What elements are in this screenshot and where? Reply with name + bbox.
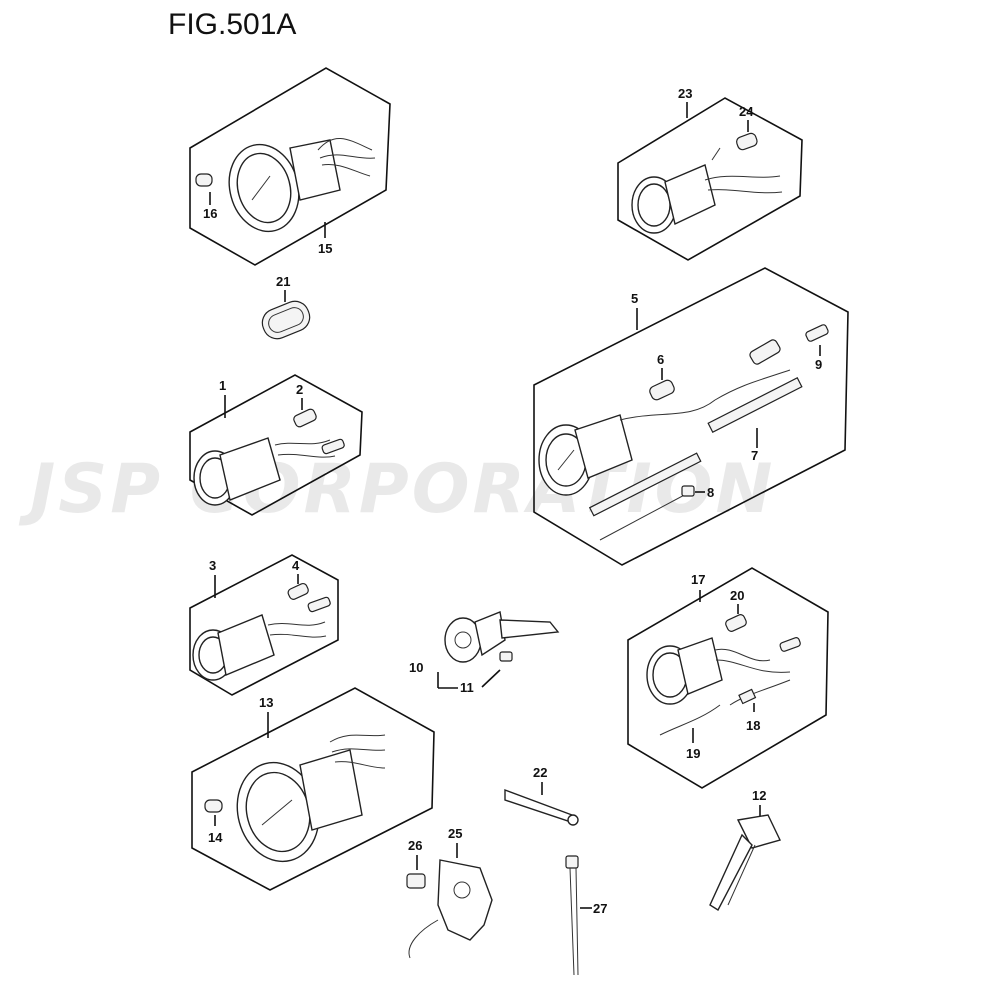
group-box-15	[189, 67, 391, 266]
group-box-3	[189, 554, 339, 696]
label-26: 26	[408, 838, 422, 853]
group-box-17	[627, 567, 829, 789]
group-gauge-3: 3 4	[189, 554, 339, 696]
sender-12	[736, 814, 781, 849]
label-15: 15	[318, 241, 332, 256]
watermark: JSP CORPORATION	[18, 450, 775, 529]
bulb-16	[195, 173, 213, 187]
group-tachometer-13: 13 14	[191, 687, 435, 891]
label-8: 8	[707, 485, 714, 500]
tie-8	[681, 485, 695, 497]
group-box-1	[189, 374, 363, 516]
group-gauge-1: 1 2	[189, 374, 363, 516]
figure-title: FIG.501A	[168, 8, 297, 41]
label-18: 18	[746, 718, 760, 733]
label-24: 24	[739, 104, 754, 119]
screw-11	[499, 651, 513, 662]
part-12: 12	[709, 788, 781, 911]
label-10: 10	[409, 660, 423, 675]
part-10-11: 10 11	[409, 611, 560, 695]
label-9: 9	[815, 357, 822, 372]
bulb-4	[287, 582, 309, 600]
label-25: 25	[448, 826, 462, 841]
label-20: 20	[730, 588, 744, 603]
label-14: 14	[208, 830, 223, 845]
label-7: 7	[751, 448, 758, 463]
group-gauge-17: 17 20 18 19	[627, 567, 829, 789]
group-box-5	[533, 267, 849, 566]
group-gauge-23: 23 24	[617, 86, 803, 261]
bulb-20	[725, 614, 747, 632]
bulb-14	[204, 799, 223, 813]
label-6: 6	[657, 352, 664, 367]
bulb-2	[293, 408, 317, 428]
part-22: 22	[504, 765, 579, 826]
part-27: 27	[565, 855, 607, 976]
group-gauge-5: 5 6 9 7 8	[533, 267, 849, 566]
label-3: 3	[209, 558, 216, 573]
fuse-6	[649, 379, 675, 401]
label-21: 21	[276, 274, 290, 289]
bulb-24	[736, 132, 758, 151]
group-box-13	[191, 687, 435, 891]
label-13: 13	[259, 695, 273, 710]
group-speedometer-15: 16 15	[189, 67, 391, 266]
label-2: 2	[296, 382, 303, 397]
wrench-22	[504, 788, 575, 825]
bolt-26	[406, 873, 426, 889]
bracket-25	[437, 859, 493, 941]
cable-tie-27	[565, 855, 579, 869]
label-19: 19	[686, 746, 700, 761]
label-12: 12	[752, 788, 766, 803]
part-25-26: 25 26	[406, 826, 493, 959]
tube-7	[707, 377, 803, 433]
cover-21	[261, 300, 311, 340]
label-5: 5	[631, 291, 638, 306]
label-22: 22	[533, 765, 547, 780]
label-16: 16	[203, 206, 217, 221]
label-27: 27	[593, 901, 607, 916]
label-17: 17	[691, 572, 705, 587]
label-11: 11	[460, 680, 474, 695]
part-21: 21	[261, 274, 311, 340]
label-4: 4	[292, 558, 300, 573]
group-box-23	[617, 97, 803, 261]
label-1: 1	[219, 378, 226, 393]
label-23: 23	[678, 86, 692, 101]
